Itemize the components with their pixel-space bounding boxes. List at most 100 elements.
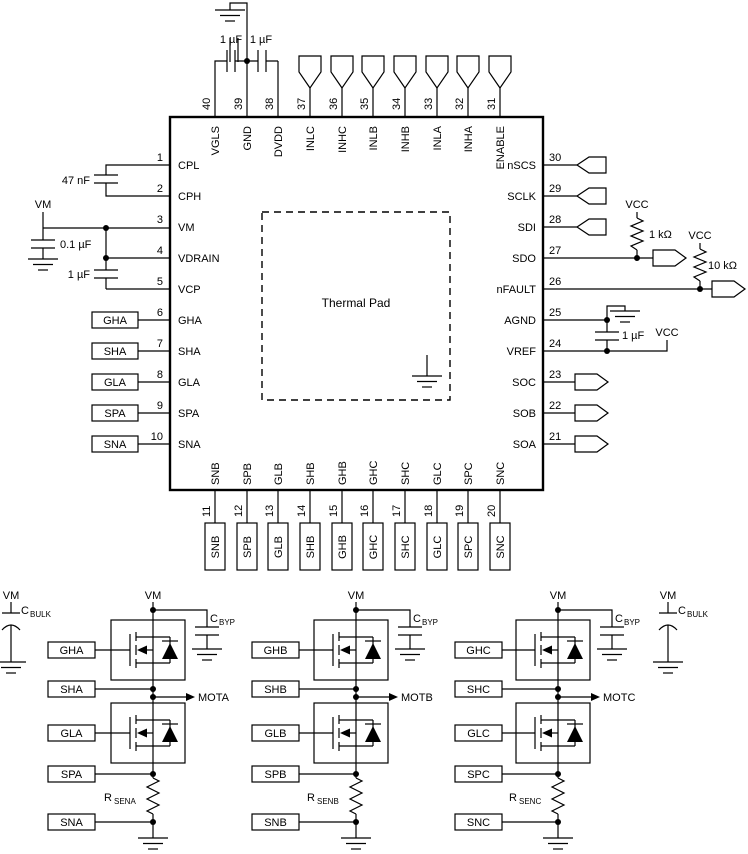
cap-vcp-value: 1 µF <box>68 269 91 281</box>
sense-resistor-icon <box>349 777 363 815</box>
thermal-pad-outline <box>261 211 451 401</box>
cap-vcp-icon <box>93 269 119 279</box>
sense-resistor-ref: R <box>509 792 517 804</box>
net-box-ghc-label: GHC <box>466 645 491 657</box>
cap-cpl-cph-icon <box>93 174 119 184</box>
net-box-shb-label: SHB <box>264 684 287 696</box>
ground-icon <box>596 648 628 661</box>
vm-net-label: VM <box>35 199 52 211</box>
vm-net-label: VM <box>550 590 567 602</box>
input-flag-icon <box>393 55 417 89</box>
top-cap-left-value: 1 µF <box>220 34 243 46</box>
pin-bottom-15: 15 GHB GHB <box>328 461 353 571</box>
resistor-sdo-icon <box>630 217 644 251</box>
pin-27-name: SDO <box>512 253 536 265</box>
nfault-vcc-label: VCC <box>688 230 711 242</box>
net-box-snc-label: SNC <box>495 535 507 558</box>
pin-15-name: GHB <box>337 461 349 485</box>
net-box-sna <box>91 435 139 453</box>
net-box-spc <box>457 522 479 571</box>
output-flag-icon <box>574 404 609 422</box>
net-box-sha <box>91 342 139 360</box>
pin-17-number: 17 <box>391 505 403 517</box>
ic-body: Thermal Pad <box>168 115 545 492</box>
net-box-glc <box>426 522 448 571</box>
pin-20-name: SNC <box>495 462 507 485</box>
pin-8-number: 8 <box>157 369 163 381</box>
net-box-spa-label: SPA <box>104 408 126 420</box>
cap-byp-ref-sub: BYP <box>624 618 640 627</box>
input-flag-icon <box>576 218 607 236</box>
sdo-resistor-value: 1 kΩ <box>649 229 672 241</box>
cap-byp-ref-sub: BYP <box>219 618 235 627</box>
ground-icon <box>542 837 574 850</box>
pin-left-8: GLA 8 GLA <box>91 369 201 391</box>
pin-29-name: SCLK <box>507 191 536 203</box>
pin-32-number: 32 <box>454 98 466 110</box>
net-box-shb <box>299 522 321 571</box>
net-box-snb-label: SNB <box>210 536 222 559</box>
nfault-resistor-value: 10 kΩ <box>708 260 737 272</box>
pin-bottom-18: 18 GLC GLC <box>423 462 448 571</box>
net-box-sha-label: SHA <box>60 684 83 696</box>
pin-35-name: INLB <box>368 126 380 150</box>
vm-net-label: VM <box>660 590 677 602</box>
pin-20-number: 20 <box>486 505 498 517</box>
ground-icon <box>137 837 169 850</box>
bulk-cap-ref-sub: BULK <box>30 610 52 619</box>
pin-38-name: DVDD <box>273 126 285 157</box>
sense-resistor-ref: R <box>307 792 315 804</box>
net-box-ghb-label: GHB <box>337 535 349 559</box>
pin-9-name: SPA <box>178 408 200 420</box>
net-box-gha <box>91 311 139 329</box>
ground-icon <box>0 661 27 674</box>
sense-resistor-ref-sub: SENC <box>519 797 541 806</box>
pin-23-number: 23 <box>549 369 561 381</box>
net-box-gla-label: GLA <box>104 377 127 389</box>
pin-top-36: 36 INHC <box>328 55 354 153</box>
pin-14-number: 14 <box>296 505 308 517</box>
pin-11-number: 11 <box>201 506 213 517</box>
vm-net-label: VM <box>145 590 162 602</box>
input-flag-icon <box>456 55 480 89</box>
sense-resistor-ref: R <box>104 792 112 804</box>
net-box-snc-label: SNC <box>467 817 490 829</box>
pin-3-name: VM <box>178 222 195 234</box>
net-box-shc <box>394 522 416 571</box>
net-box-shc-label: SHC <box>400 535 412 558</box>
pin-37-name: INLC <box>305 126 317 151</box>
pin-22-number: 22 <box>549 400 561 412</box>
pin-36-number: 36 <box>328 98 340 110</box>
pin-4-name: VDRAIN <box>178 253 220 265</box>
pin-15-number: 15 <box>328 505 340 517</box>
pin-34-name: INHB <box>400 126 412 152</box>
pin-5-name: VCP <box>178 284 201 296</box>
pin-bottom-16: 16 GHC GHC <box>359 461 384 571</box>
pin-left-7: SHA 7 SHA <box>91 338 201 360</box>
pin-39-name: GND <box>242 126 254 151</box>
net-box-snc <box>489 522 511 571</box>
pin-2-number: 2 <box>157 183 163 195</box>
pin-right-22: 22 SOB <box>513 400 561 420</box>
cap-vm-icon <box>30 239 56 249</box>
ground-icon <box>394 648 426 661</box>
pin-bottom-17: 17 SHC SHC <box>391 462 416 571</box>
pin-bottom-12: 12 SPB SPB <box>233 463 258 571</box>
pin-25-name: AGND <box>504 315 536 327</box>
bulk-cap-left: VM C BULK <box>0 590 52 674</box>
pin-bottom-19: 19 SPC SPC <box>454 462 479 571</box>
pin-left-1: 1 CPL <box>157 152 200 172</box>
pin-24-name: VREF <box>507 346 537 358</box>
input-flag-icon <box>425 55 449 89</box>
pin-31-name: ENABLE <box>495 126 507 169</box>
bulk-cap-right: VM C BULK <box>652 590 709 674</box>
pin-27-number: 27 <box>549 245 561 257</box>
cap-byp-ref-sub: BYP <box>422 618 438 627</box>
pin-40-name: VGLS <box>210 126 222 155</box>
bulk-cap-ref-sub: BULK <box>687 610 709 619</box>
pin-1-number: 1 <box>157 152 163 164</box>
pin-bottom-13: 13 GLB GLB <box>264 463 289 571</box>
net-box-glb-label: GLB <box>273 536 285 558</box>
